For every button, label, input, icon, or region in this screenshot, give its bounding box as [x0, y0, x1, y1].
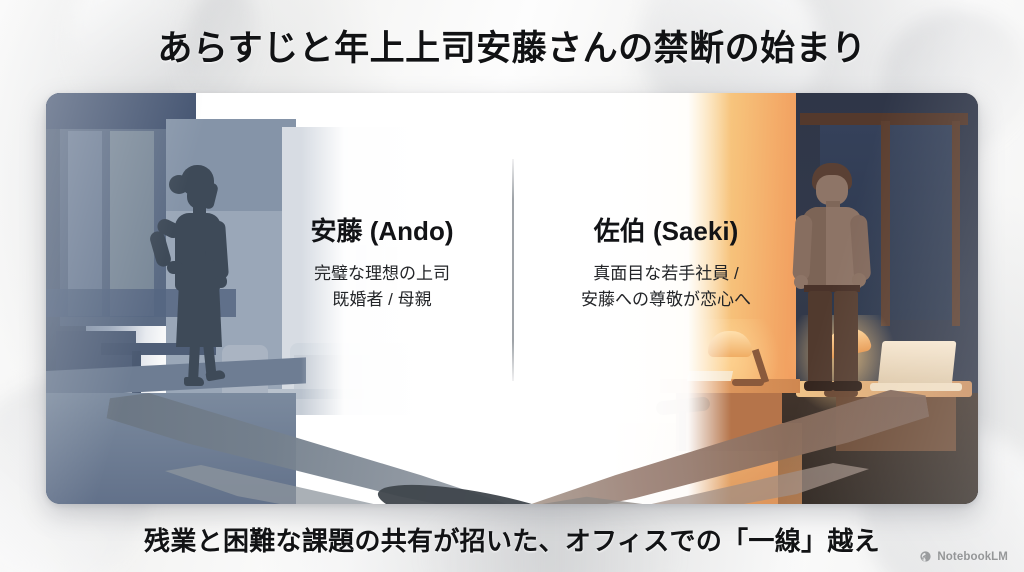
saeki-figure-silhouette [786, 163, 878, 391]
ando-hand-on-hip [167, 261, 183, 274]
character-desc-ando: 完璧な理想の上司 既婚者 / 母親 [242, 261, 522, 313]
watermark-label: NotebookLM [937, 550, 1008, 563]
notebooklm-watermark: NotebookLM [919, 550, 1008, 563]
character-desc-line: 真面目な若手社員 / [516, 261, 816, 287]
character-desc-line: 安藤への尊敬が恋心へ [516, 287, 816, 313]
left-window-pane [68, 131, 102, 316]
saeki-leg-right [834, 291, 858, 387]
illustration-panel: 安藤 (Ando) 完璧な理想の上司 既婚者 / 母親 佐伯 (Saeki) 真… [46, 93, 978, 504]
right-laptop-base [870, 383, 962, 391]
character-name-saeki: 佐伯 (Saeki) [516, 211, 816, 248]
saeki-head [816, 175, 848, 205]
left-window-pane [110, 131, 154, 316]
right-window-pane [890, 125, 952, 320]
right-desk-lamp-base [824, 389, 858, 397]
character-name-ando: 安藤 (Ando) [242, 211, 522, 248]
notebooklm-logo-icon [920, 551, 931, 562]
ando-heel-left [184, 377, 204, 386]
right-window-mullion [952, 121, 960, 326]
right-window-mullion [881, 121, 890, 326]
character-desc-line: 完璧な理想の上司 [242, 261, 522, 287]
ando-skirt [176, 287, 222, 347]
right-window-frame [800, 113, 968, 125]
ando-hand-right [215, 275, 227, 288]
saeki-neck [826, 201, 840, 211]
character-desc-saeki: 真面目な若手社員 / 安藤への尊敬が恋心へ [516, 261, 816, 313]
center-white-wash [301, 93, 731, 504]
center-divider [512, 159, 514, 381]
ando-figure-silhouette [148, 165, 239, 387]
slide-title: あらすじと年上上司安藤さんの禁断の始まり [157, 29, 867, 68]
saeki-leg-left [808, 291, 832, 387]
panel-gloss-overlay [46, 93, 978, 504]
saeki-hand-right [852, 273, 866, 287]
saeki-shoe-left [804, 381, 834, 391]
saeki-belt [804, 285, 860, 292]
character-block-saeki: 佐伯 (Saeki) 真面目な若手社員 / 安藤への尊敬が恋心へ [516, 211, 816, 313]
right-mid-lamp-base [732, 379, 764, 386]
character-block-ando: 安藤 (Ando) 完璧な理想の上司 既婚者 / 母親 [242, 211, 522, 313]
saeki-shoe-right [832, 381, 862, 391]
slide-caption: 残業と困難な課題の共有が招いた、オフィスでの「一線」越え [144, 526, 880, 556]
character-desc-line: 既婚者 / 母親 [242, 287, 522, 313]
